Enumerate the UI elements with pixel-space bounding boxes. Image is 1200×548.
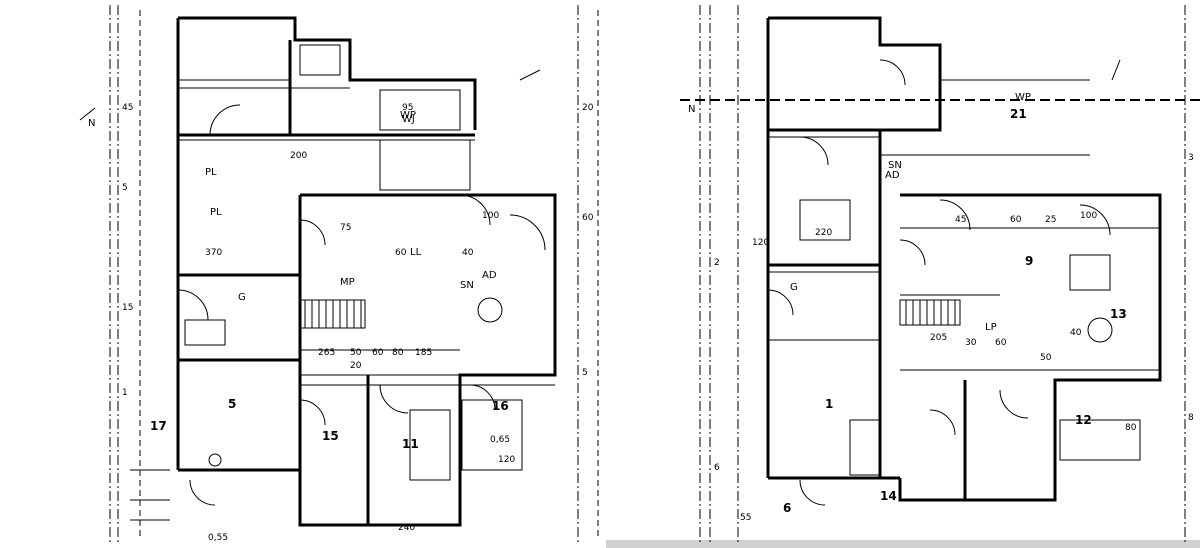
margin-number: 5	[582, 368, 588, 378]
plan-label-g: G	[238, 292, 246, 303]
dimension-25: 25	[1045, 215, 1056, 225]
dimension-220: 220	[815, 228, 832, 238]
dimension-20: 20	[350, 361, 362, 371]
dimension-80: 80	[1125, 423, 1137, 433]
margin-number: 8	[1188, 413, 1194, 423]
room-label-15: 15	[322, 429, 339, 443]
dimension-205: 205	[930, 333, 947, 343]
room-label-14: 14	[880, 489, 897, 503]
plan-label-sn: SN	[460, 280, 474, 291]
plan-label-wp: WP	[1015, 92, 1031, 103]
dimension-055: 0,55	[208, 533, 228, 543]
margin-number: 15	[122, 303, 133, 313]
dimension-240: 240	[398, 523, 415, 533]
left-floor-plan: 5 15 11 16 17 PL PL LL MP WP AD N WJ SN …	[79, 5, 599, 545]
dimension-100: 100	[1080, 211, 1097, 221]
margin-number: 2	[714, 258, 720, 268]
dimension-40: 40	[1070, 328, 1082, 338]
dimension-60: 60	[1010, 215, 1022, 225]
dimension-40: 40	[462, 248, 474, 258]
margin-number: 20	[582, 103, 594, 113]
plan-label-g: G	[790, 282, 798, 293]
plan-label-pl-1: PL	[205, 167, 217, 178]
dimension-50: 50	[1040, 353, 1052, 363]
plan-label-n: N	[688, 104, 695, 115]
dimension-95: 95	[402, 103, 413, 113]
plan-label-ad: AD	[885, 170, 900, 181]
room-label-1: 1	[825, 397, 833, 411]
dimension-370: 370	[205, 248, 222, 258]
dimension-120: 120	[752, 238, 769, 248]
dimension-60b: 60	[995, 338, 1007, 348]
dimension-120: 120	[498, 455, 515, 465]
plan-label-wj: WJ	[402, 114, 415, 125]
dimension-45: 45	[955, 215, 966, 225]
margin-number: 5	[122, 183, 128, 193]
margin-number: 45	[122, 103, 133, 113]
room-label-12: 12	[1075, 413, 1092, 427]
room-label-9: 9	[1025, 254, 1033, 268]
plan-label-sn: SN	[888, 160, 902, 171]
room-label-11: 11	[402, 437, 419, 451]
dimension-100: 100	[482, 211, 499, 221]
margin-number: 55	[740, 513, 751, 523]
dimension-60: 60	[395, 248, 407, 258]
right-floor-plan: 1 6 9 12 13 14 21 SN LP AD WP G N 220 12…	[680, 5, 1200, 545]
dimension-265: 265	[318, 348, 335, 358]
plan-label-pl-2: PL	[210, 207, 222, 218]
room-label-17: 17	[150, 419, 167, 433]
room-label-16: 16	[492, 399, 509, 413]
margin-number: 1	[122, 388, 128, 398]
plan-label-ad: AD	[482, 270, 497, 281]
dimension-065: 0,65	[490, 435, 510, 445]
dimension-75: 75	[340, 223, 351, 233]
plan-label-ll: LL	[410, 247, 422, 258]
plan-label-wp: WP	[400, 110, 416, 121]
margin-number: 60	[582, 213, 594, 223]
dimension-50: 50	[350, 348, 362, 358]
dimension-80: 80	[392, 348, 404, 358]
plan-label-lp: LP	[985, 322, 997, 333]
room-label-5: 5	[228, 397, 236, 411]
sheet-bottom-band	[606, 540, 1200, 548]
room-label-6: 6	[783, 501, 791, 515]
dimension-200: 200	[290, 151, 307, 161]
room-label-13: 13	[1110, 307, 1127, 321]
plan-label-mp: MP	[340, 277, 355, 288]
margin-number: 6	[714, 463, 720, 473]
dimension-185: 185	[415, 348, 432, 358]
room-label-21: 21	[1010, 107, 1027, 121]
margin-number: 3	[1188, 153, 1194, 163]
dimension-30: 30	[965, 338, 977, 348]
dimension-60b: 60	[372, 348, 384, 358]
plan-label-n: N	[88, 118, 95, 129]
